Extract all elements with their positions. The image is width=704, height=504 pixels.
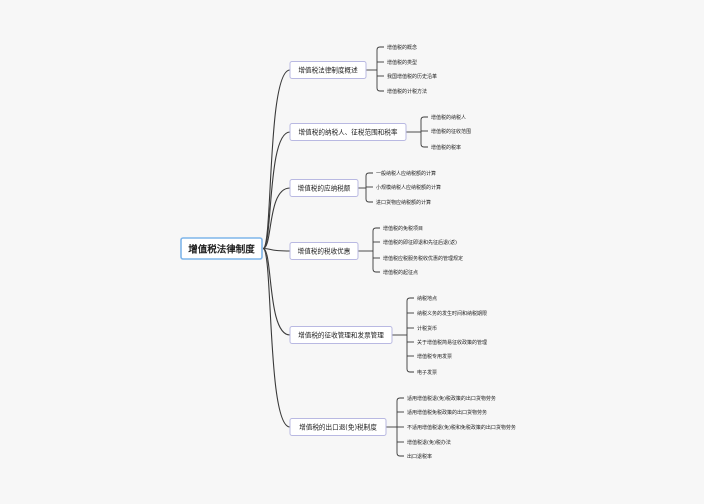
branch-node-box[interactable] [289, 179, 359, 197]
leaf-node-label[interactable]: 纳税地点 [417, 295, 437, 302]
leaf-connector [372, 268, 380, 273]
leaf-node-label[interactable]: 增值税的免税项目 [383, 225, 423, 232]
branch-node-box[interactable] [289, 418, 387, 436]
branch-node-label: 增值税的应纳税额 [298, 184, 351, 193]
nodes: 增值税法律制度增值税法律制度概述增值税的概念增值税的类型我国增值税的历史沿革增值… [180, 44, 516, 460]
branch-node[interactable]: 增值税的纳税人、征税范围和税率 [289, 123, 407, 141]
leaf-connector [406, 368, 414, 373]
root-connector [262, 247, 291, 252]
branch-node[interactable]: 增值税的应纳税额 [289, 179, 359, 197]
leaf-connector [372, 227, 380, 232]
root-node-box[interactable] [180, 237, 263, 260]
leaf-node-label[interactable]: 适用增值税退(免)税政策的出口货物劳务 [407, 395, 496, 402]
connector-lines [262, 46, 428, 457]
leaf-node-label[interactable]: 增值税的征收范围 [431, 128, 471, 135]
leaf-node-label[interactable]: 小规模纳税人应纳税额的计算 [376, 184, 441, 191]
leaf-node-label[interactable]: 适用增值税免税政策的出口货物劳务 [407, 409, 487, 416]
root-node-label: 增值税法律制度 [188, 244, 255, 256]
leaf-node-label[interactable]: 纳税义务的发生时间和纳税期限 [417, 310, 487, 317]
branch-node-label: 增值税的税收优惠 [298, 247, 351, 256]
leaf-node-label[interactable]: 出口退税率 [407, 453, 432, 460]
leaf-node-label[interactable]: 增值税的税率 [431, 144, 461, 151]
leaf-node-label[interactable]: 一般纳税人应纳税额的计算 [376, 170, 436, 177]
leaf-node-label[interactable]: 关于增值税简易征收政策的管理 [417, 339, 487, 346]
leaf-connector [396, 452, 404, 457]
leaf-node-label[interactable]: 增值税的概念 [387, 44, 417, 51]
leaf-node-label[interactable]: 增值税应税服务税收优惠的管理规定 [383, 255, 463, 262]
leaf-connector [365, 198, 373, 203]
leaf-connector [406, 297, 414, 302]
leaf-connector [376, 46, 384, 51]
leaf-node-label[interactable]: 增值税退(免)税办法 [407, 439, 451, 446]
leaf-node-label[interactable]: 我国增值税的历史沿革 [387, 73, 437, 80]
branch-node[interactable]: 增值税的税收优惠 [289, 242, 359, 260]
root-connector [262, 247, 291, 428]
branch-node-box[interactable] [289, 123, 407, 141]
leaf-connector [376, 87, 384, 92]
branch-node[interactable]: 增值税的征收管理和发票管理 [289, 326, 393, 344]
leaf-node-label[interactable]: 增值税的类型 [387, 59, 417, 66]
branch-node[interactable]: 增值税法律制度概述 [289, 61, 367, 79]
branch-node-box[interactable] [289, 326, 393, 344]
root-connector [262, 187, 291, 250]
leaf-node-label[interactable]: 计税货币 [417, 325, 437, 332]
root-connector [262, 131, 291, 250]
leaf-node-label[interactable]: 增值税的纳税人 [431, 114, 466, 121]
branch-node-box[interactable] [289, 61, 367, 79]
branch-node[interactable]: 增值税的出口退(免)税制度 [289, 418, 387, 436]
leaf-connector [420, 143, 428, 148]
branch-node-box[interactable] [289, 242, 359, 260]
leaf-connector [396, 397, 404, 402]
branch-node-label: 增值税的纳税人、征税范围和税率 [299, 128, 398, 137]
leaf-node-label[interactable]: 不适用增值税退(免)税和免税政策的出口货物劳务 [407, 424, 516, 431]
leaf-node-label[interactable]: 电子发票 [417, 369, 437, 376]
leaf-node-label[interactable]: 增值税专用发票 [417, 353, 452, 360]
leaf-node-label[interactable]: 增值税的即征即退和先征后退(返) [383, 239, 457, 246]
leaf-connector [365, 172, 373, 177]
leaf-connector [420, 116, 428, 121]
branch-node-label: 增值税的征收管理和发票管理 [298, 331, 384, 340]
branch-node-label: 增值税法律制度概述 [298, 66, 358, 75]
branch-node-label: 增值税的出口退(免)税制度 [299, 423, 377, 432]
root-connector [262, 69, 291, 250]
leaf-node-label[interactable]: 进口货物应纳税额的计算 [376, 199, 431, 206]
leaf-node-label[interactable]: 增值税的起征点 [383, 269, 418, 276]
root-connector [262, 247, 291, 336]
leaf-node-label[interactable]: 增值税的计税方法 [387, 88, 427, 95]
